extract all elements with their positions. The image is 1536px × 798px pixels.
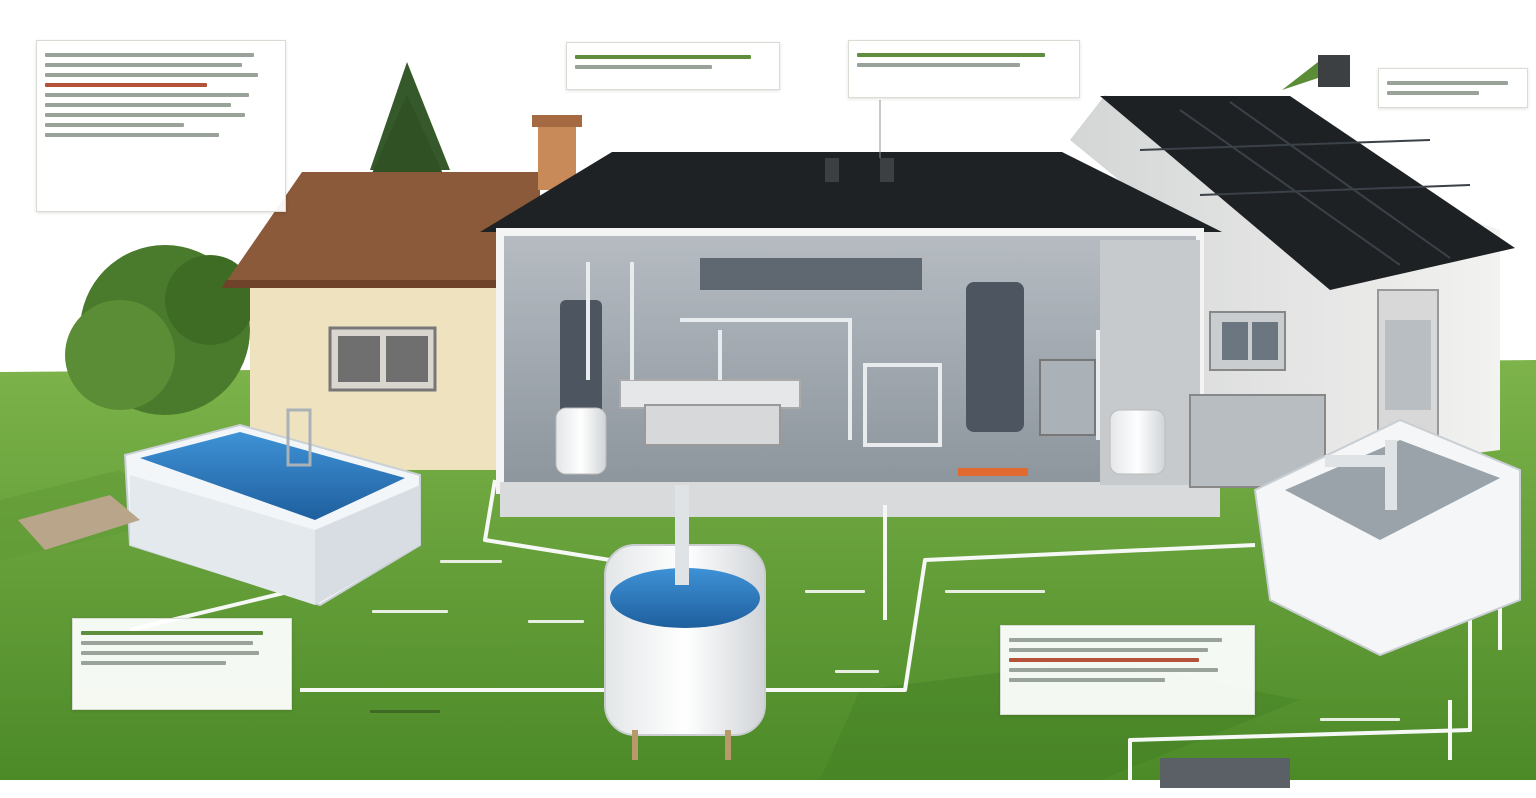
- lawn-label-mark: [945, 590, 1045, 593]
- main-house: [1070, 95, 1515, 490]
- water-tub-icon: [604, 485, 766, 760]
- callout-top-right-center: [848, 40, 1080, 98]
- lawn-label-mark: [1320, 718, 1400, 721]
- sink-tank-icon: [1253, 418, 1521, 657]
- pool-icon: [18, 408, 421, 607]
- lawn-label-mark: [370, 710, 440, 713]
- lawn-label-mark: [372, 610, 448, 613]
- callout-bottom-left: [72, 618, 292, 710]
- lawn-label-mark: [440, 560, 502, 563]
- lawn-label-mark: [835, 670, 879, 673]
- pipe-icon: [586, 262, 1100, 440]
- bush-icon: [65, 245, 255, 415]
- callout-bottom-right: [1000, 625, 1255, 715]
- lawn-label-mark: [805, 590, 865, 593]
- callout-top-left: [36, 40, 286, 212]
- utility-room-cutaway: [480, 152, 1326, 517]
- callout-top-center: [566, 42, 780, 90]
- lawn-label-mark: [528, 620, 584, 623]
- callout-top-right: [1378, 68, 1528, 108]
- drain-cover: [1160, 758, 1290, 788]
- solar-panel-icon: [1139, 101, 1471, 266]
- roof-sensor-icons: [825, 55, 1350, 182]
- water-tank-icon: [555, 407, 1166, 475]
